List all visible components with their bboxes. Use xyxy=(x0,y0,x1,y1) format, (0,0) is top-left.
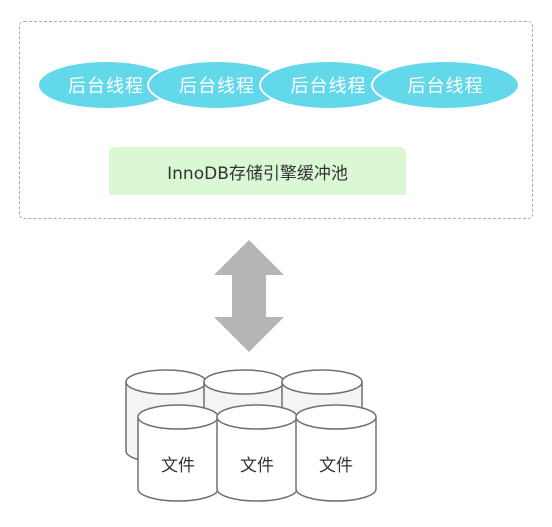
thread-label: 后台线程 xyxy=(179,76,255,97)
thread-label: 后台线程 xyxy=(407,76,484,97)
background-thread-3: 后台线程 xyxy=(259,60,398,110)
file-label: 文件 xyxy=(161,456,195,476)
buffer-pool-label: InnoDB存储引擎缓冲池 xyxy=(167,163,348,184)
innodb-engine-container xyxy=(19,21,533,219)
file-label: 文件 xyxy=(240,456,274,476)
file-label: 文件 xyxy=(319,456,353,476)
background-thread-4: 后台线程 xyxy=(371,60,520,110)
thread-label: 后台线程 xyxy=(290,76,367,97)
database-cylinder-icon xyxy=(295,404,377,502)
database-cylinder-icon xyxy=(137,404,219,502)
buffer-pool-block: InnoDB存储引擎缓冲池 xyxy=(109,147,406,195)
file-storage-group xyxy=(125,369,377,502)
double-vertical-arrow-icon xyxy=(214,240,284,352)
thread-label: 后台线程 xyxy=(68,76,144,97)
